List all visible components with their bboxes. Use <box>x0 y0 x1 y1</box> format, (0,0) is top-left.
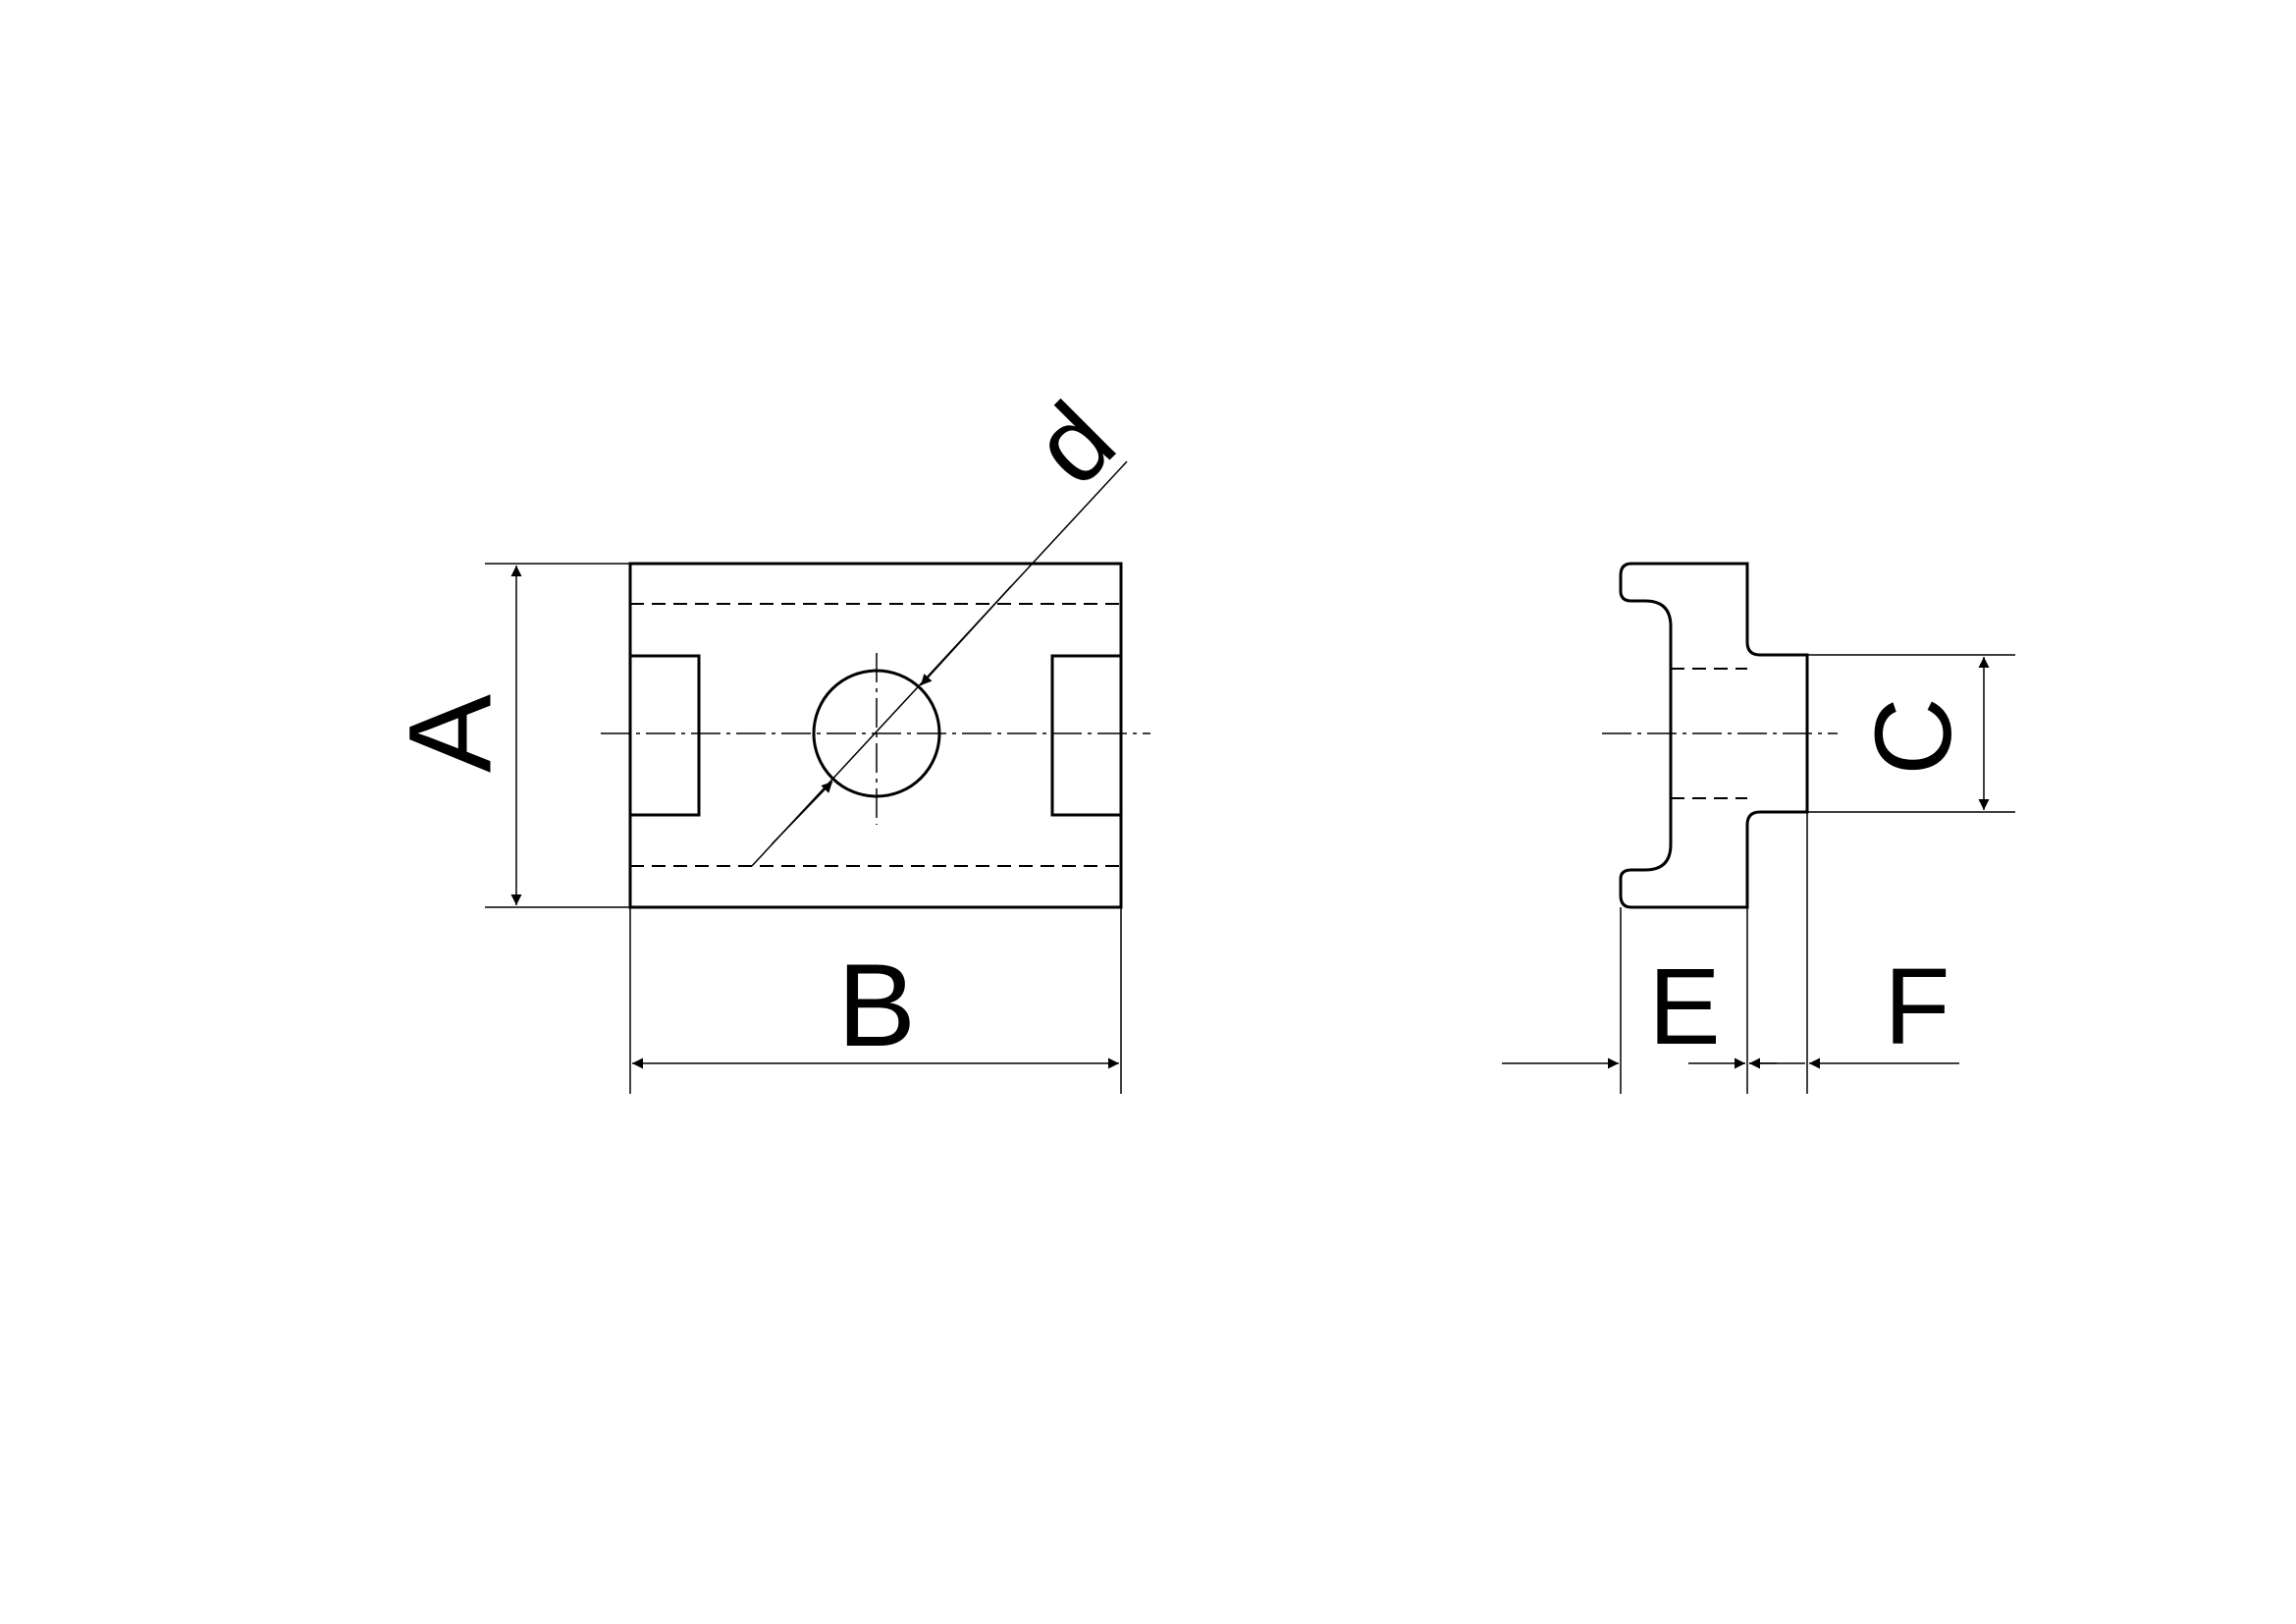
label-f: F <box>1884 947 1949 1067</box>
label-d: d <box>1010 380 1138 508</box>
label-b: B <box>837 940 916 1071</box>
left-slot <box>628 654 701 817</box>
front-view <box>485 460 1150 1094</box>
label-e: E <box>1648 947 1720 1067</box>
front-body-outline <box>628 562 1123 909</box>
label-a: A <box>385 694 516 773</box>
dimension-arrow-d-upper <box>920 585 1012 686</box>
side-view <box>1502 562 2015 1094</box>
right-slot <box>1050 654 1123 817</box>
label-c: C <box>1853 697 1974 775</box>
side-profile-outline <box>1619 562 1809 909</box>
dimension-arrow-d-lower <box>771 781 833 845</box>
dimension-line-d <box>751 460 1128 867</box>
